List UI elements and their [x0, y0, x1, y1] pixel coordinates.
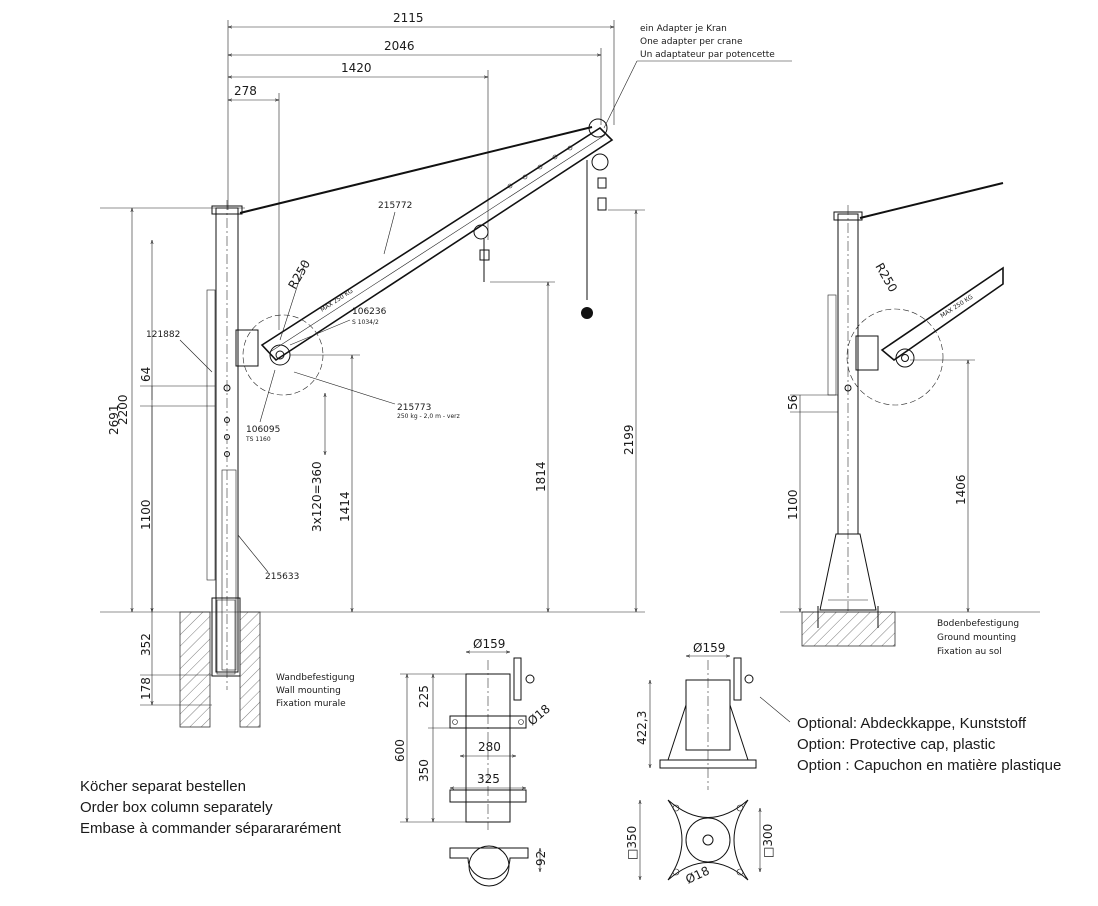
optional-note-fr: Option : Capuchon en matière plastique	[797, 757, 1061, 774]
dim-178: 178	[139, 677, 153, 700]
wall-note-de: Wandbefestigung	[276, 673, 355, 683]
order-note: Köcher separat bestellen Order box colum…	[80, 778, 342, 837]
part-106095-sub: TS 1160	[245, 436, 271, 443]
dim-325: 325	[477, 772, 500, 786]
optional-note-en: Option: Protective cap, plastic	[797, 736, 996, 753]
dim-2115: 2115	[393, 11, 424, 25]
ground-note-fr: Fixation au sol	[937, 647, 1002, 657]
dim-sq350: □350	[625, 826, 639, 860]
dim-1814: 1814	[534, 461, 548, 492]
dim-sq300: □300	[761, 824, 775, 858]
dim-56: 56	[786, 395, 800, 410]
box-column-detail: Ø159 225 600 350 280 325 Ø18 92	[393, 637, 553, 887]
order-note-fr: Embase à commander séparararément	[80, 820, 342, 837]
part-106236-sub: S 1034/2	[352, 319, 379, 326]
ground-crane: MAX 250 KG 56 1100 1406 R250 Bodenbefest…	[780, 182, 1040, 657]
adapter-note-en: One adapter per crane	[640, 37, 743, 47]
wall-note-fr: Fixation murale	[276, 699, 346, 709]
dim-350: 350	[417, 759, 431, 782]
dim-phi159b: Ø159	[693, 641, 725, 655]
dim-2200: 2200	[116, 394, 130, 425]
dim-2046: 2046	[384, 39, 415, 53]
adapter-note: ein Adapter je Kran One adapter per cran…	[603, 24, 792, 129]
radius-r250: R250	[285, 257, 313, 291]
part-215773: 215773	[397, 403, 431, 413]
dim-352: 352	[139, 633, 153, 656]
order-note-de: Köcher separat bestellen	[80, 778, 246, 795]
dim-422: 422,3	[635, 711, 649, 745]
wall-note-en: Wall mounting	[276, 686, 341, 696]
part-215773-sub: 250 kg - 2,0 m - verz	[397, 413, 460, 420]
adapter-note-de: ein Adapter je Kran	[640, 24, 727, 34]
optional-cap-note: Optional: Abdeckkappe, Kunststoff Option…	[797, 715, 1061, 774]
ground-note-en: Ground mounting	[937, 633, 1016, 643]
wall-crane: MAX 250 KG 2691 2	[100, 118, 645, 728]
part-121882: 121882	[146, 330, 180, 340]
dim-1414: 1414	[338, 491, 352, 522]
dim-1420: 1420	[341, 61, 372, 75]
ground-flange-detail: Ø159 422,3 □350 □300 Ø18	[625, 641, 791, 887]
dim-600: 600	[393, 739, 407, 762]
top-dimensions: 2115 2046 1420 278	[227, 11, 615, 330]
part-215772: 215772	[378, 201, 412, 211]
dim-1100b: 1100	[786, 489, 800, 520]
ground-note-de: Bodenbefestigung	[937, 619, 1019, 629]
dim-225: 225	[417, 685, 431, 708]
part-106236: 106236	[352, 307, 387, 317]
dim-280: 280	[478, 740, 501, 754]
dim-2199: 2199	[622, 424, 636, 455]
dim-phi159a: Ø159	[473, 637, 505, 651]
optional-note-de: Optional: Abdeckkappe, Kunststoff	[797, 715, 1027, 732]
dim-278: 278	[234, 84, 257, 98]
dim-phi18a: Ø18	[525, 702, 553, 729]
dim-1406: 1406	[954, 474, 968, 505]
dim-3x120: 3x120=360	[310, 461, 324, 532]
dim-1100: 1100	[139, 499, 153, 530]
radius-r250b: R250	[872, 261, 900, 295]
dim-64: 64	[139, 367, 153, 382]
dim-2691: 2691	[107, 404, 121, 435]
part-215633: 215633	[265, 572, 299, 582]
dim-92: 92	[534, 851, 548, 866]
part-106095: 106095	[246, 425, 280, 435]
order-note-en: Order box column separately	[80, 799, 273, 816]
adapter-note-fr: Un adaptateur par potencette	[640, 50, 775, 60]
